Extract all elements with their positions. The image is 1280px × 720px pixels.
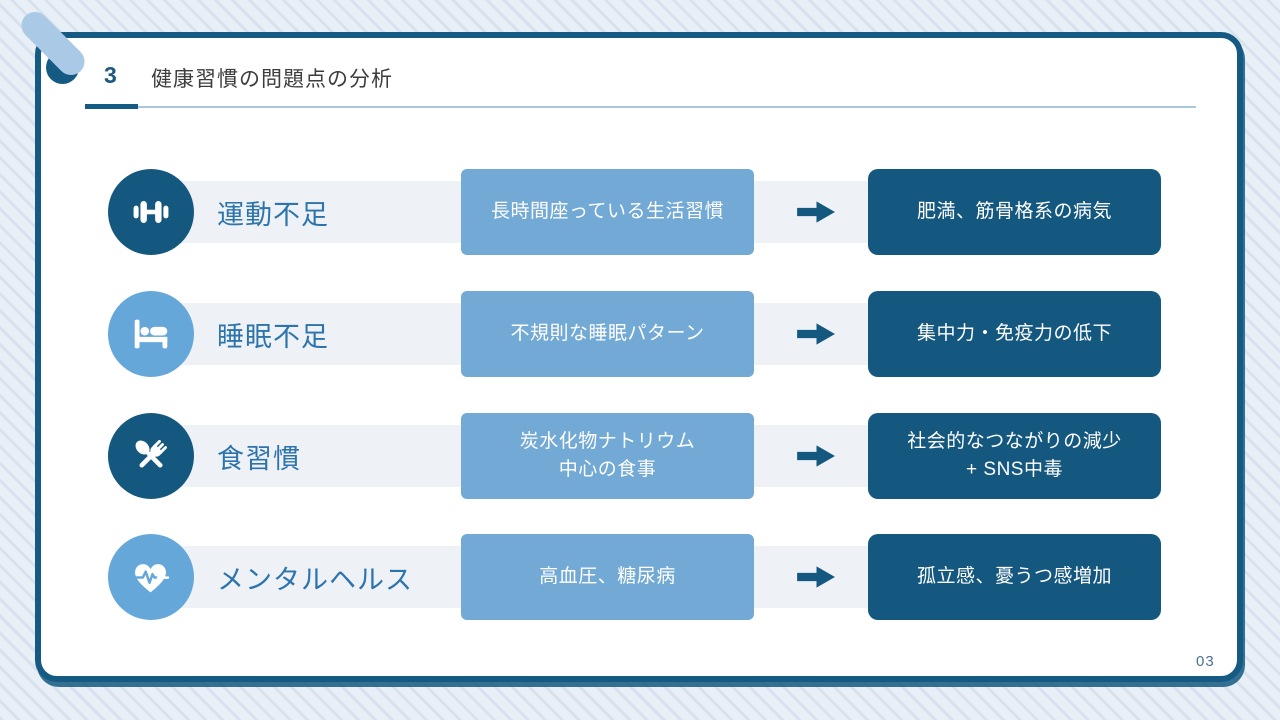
effect-box: 社会的なつながりの減少 + SNS中毒 bbox=[868, 413, 1161, 499]
effect-box: 孤立感、憂うつ感増加 bbox=[868, 534, 1161, 620]
cause-box: 不規則な睡眠パターン bbox=[461, 291, 754, 377]
right-arrow-icon bbox=[797, 445, 835, 467]
effect-box: 肥満、筋骨格系の病気 bbox=[868, 169, 1161, 255]
title-underline-accent bbox=[85, 104, 138, 109]
cause-box: 炭水化物ナトリウム 中心の食事 bbox=[461, 413, 754, 499]
right-arrow-icon bbox=[797, 323, 835, 345]
right-arrow-icon bbox=[797, 201, 835, 223]
problem-row-diet: 食習慣 炭水化物ナトリウム 中心の食事 社会的なつながりの減少 + SNS中毒 bbox=[0, 413, 1280, 499]
habit-label: 運動不足 bbox=[217, 199, 329, 230]
habit-label: メンタルヘルス bbox=[217, 564, 413, 595]
cause-box: 長時間座っている生活習慣 bbox=[461, 169, 754, 255]
problem-row-exercise: 運動不足 長時間座っている生活習慣 肥満、筋骨格系の病気 bbox=[0, 169, 1280, 255]
effect-box: 集中力・免疫力の低下 bbox=[868, 291, 1161, 377]
bed-icon bbox=[108, 291, 194, 377]
problem-row-sleep: 睡眠不足 不規則な睡眠パターン 集中力・免疫力の低下 bbox=[0, 291, 1280, 377]
cause-box: 高血圧、糖尿病 bbox=[461, 534, 754, 620]
right-arrow-icon bbox=[797, 566, 835, 588]
page-number: 03 bbox=[1196, 653, 1215, 670]
title-underline-light bbox=[85, 106, 1196, 108]
habit-label: 睡眠不足 bbox=[217, 321, 329, 352]
section-number: 3 bbox=[104, 62, 118, 88]
habit-label: 食習慣 bbox=[217, 443, 301, 474]
utensils-icon bbox=[108, 413, 194, 499]
page-title: 健康習慣の問題点の分析 bbox=[151, 68, 393, 91]
problem-row-mental-health: メンタルヘルス 高血圧、糖尿病 孤立感、憂うつ感増加 bbox=[0, 534, 1280, 620]
heartbeat-icon bbox=[108, 534, 194, 620]
dumbbell-icon bbox=[108, 169, 194, 255]
